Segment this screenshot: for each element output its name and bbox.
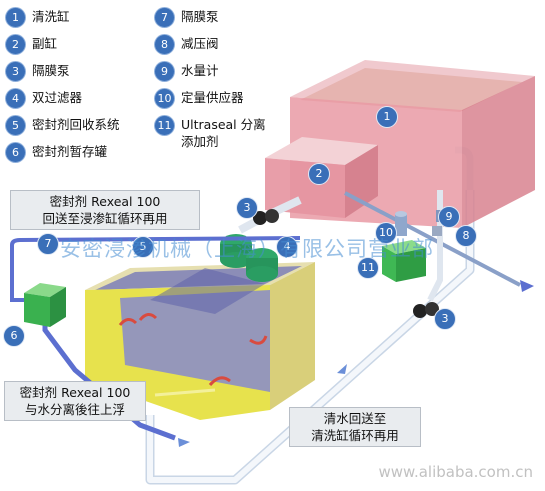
diaphragm-pump-top <box>253 209 279 225</box>
legend-badge: 1 <box>6 8 25 27</box>
legend-label: 水量计 <box>181 63 219 78</box>
callout-sealant-separation: 密封剂 Rexeal 100 与水分离後往上浮 <box>4 381 146 421</box>
marker-dosing-unit: 10 <box>375 222 397 244</box>
legend-label: 隔膜泵 <box>32 63 70 78</box>
outlet-arrow <box>520 280 534 292</box>
dosing-unit <box>395 211 407 236</box>
legend-label: 定量供应器 <box>181 90 244 105</box>
legend-item-3: 3 隔膜泵 <box>6 62 70 82</box>
legend-badge: 5 <box>6 116 25 135</box>
callout-clean-water-return: 清水回送至 清洗缸循环再用 <box>289 407 421 447</box>
legend-badge: 11 <box>155 116 174 135</box>
watermark-text: 安密浸渗机械（上海）有限公司营业部 <box>60 237 434 261</box>
footer-watermark: www.alibaba.com.cn <box>378 463 533 481</box>
legend-badge: 7 <box>155 8 174 27</box>
legend-item-6: 6 密封剂暂存罐 <box>6 143 107 163</box>
legend-label: 隔膜泵 <box>181 9 219 24</box>
pressure-valve <box>432 226 442 236</box>
legend-badge: 9 <box>155 62 174 81</box>
legend-label: 密封剂回收系统 <box>32 117 120 132</box>
legend-item-9: 9 水量计 <box>155 62 219 82</box>
legend-item-1: 1 清洗缸 <box>6 8 70 28</box>
marker-dual-filter: 4 <box>276 236 298 258</box>
marker-diaphragm-pump: 3 <box>236 197 258 219</box>
legend-label: 副缸 <box>32 36 58 51</box>
legend-badge: 3 <box>6 62 25 81</box>
sealant-return-pipe <box>10 236 301 262</box>
legend-item-4: 4 双过滤器 <box>6 89 82 109</box>
marker-sealant-pump: 7 <box>37 233 59 255</box>
legend-badge: 6 <box>6 143 25 162</box>
marker-recovery-system: 5 <box>132 236 154 258</box>
clean-water-arrow <box>337 364 347 374</box>
legend-badge: 4 <box>6 89 25 108</box>
legend-label: Ultraseal 分离 添加剂 <box>181 117 266 149</box>
marker-additive-tank: 11 <box>357 257 379 279</box>
additive-tank <box>382 240 426 282</box>
marker-cleaning-tank: 1 <box>376 106 398 128</box>
marker-water-meter: 9 <box>438 206 460 228</box>
legend-label: 清洗缸 <box>32 9 70 24</box>
legend-item-10: 10 定量供应器 <box>155 89 244 109</box>
legend-badge: 10 <box>155 89 174 108</box>
legend-item-2: 2 副缸 <box>6 35 57 55</box>
legend-item-7: 7 隔膜泵 <box>155 8 219 28</box>
sealant-holding-tank <box>24 283 66 327</box>
legend-item-5: 5 密封剂回收系统 <box>6 116 120 136</box>
marker-pressure-valve: 8 <box>455 225 477 247</box>
marker-holding-tank: 6 <box>3 325 25 347</box>
legend-label: 减压阀 <box>181 36 219 51</box>
callout-sealant-recycle: 密封剂 Rexeal 100 回送至浸渗缸循环再用 <box>10 190 200 230</box>
legend-item-8: 8 减压阀 <box>155 35 219 55</box>
legend-badge: 8 <box>155 35 174 54</box>
clean-water-arrow-2 <box>178 438 190 447</box>
legend-label: 双过滤器 <box>32 90 83 105</box>
legend-badge: 2 <box>6 35 25 54</box>
legend-item-11: 11 Ultraseal 分离 添加剂 <box>155 116 266 149</box>
marker-auxiliary-tank: 2 <box>308 163 330 185</box>
marker-diaphragm-pump-lower: 3 <box>434 308 456 330</box>
legend-label: 密封剂暂存罐 <box>32 144 108 159</box>
